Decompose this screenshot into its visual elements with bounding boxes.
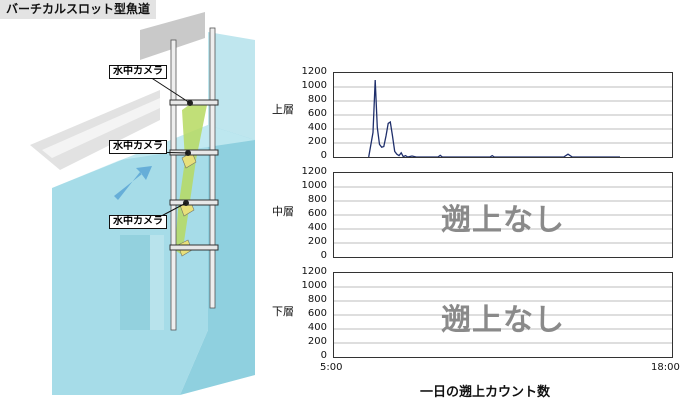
y-tick-label: 800 [307,94,327,105]
back-wall-top [140,12,205,60]
no-data-text-middle: 遡上なし [441,203,565,238]
series-line [368,79,620,157]
level-label-upper: 上層 [272,103,294,116]
y-tick-label: 200 [307,136,327,147]
slot-wall-front [150,235,164,330]
crossbars [169,99,219,251]
x-tick-end: 18:00 [651,362,680,373]
level-label-lower: 下層 [272,305,294,318]
y-tick-label: 600 [307,308,327,319]
x-axis-label: 一日の遡上カウント数 [420,385,551,400]
y-tick-label: 1200 [301,66,327,77]
y-tick-label: 600 [307,108,327,119]
y-tick-label: 800 [307,194,327,205]
level-label-middle: 中層 [272,205,294,218]
y-tick-label: 0 [320,350,327,361]
y-tick-label: 1000 [301,80,327,91]
y-tick-label: 1200 [301,166,327,177]
pole-right [209,27,216,309]
y-tick-label: 1000 [301,180,327,191]
fish-path [175,100,208,255]
y-tick-label: 0 [320,150,327,161]
y-tick-label: 1000 [301,280,327,291]
y-tick-label: 800 [307,294,327,305]
chart-panel-middle: 遡上なし [333,172,673,258]
chart-panel-upper [333,72,673,158]
no-data-text-lower: 遡上なし [441,303,565,338]
y-tick-label: 600 [307,208,327,219]
y-tick-label: 200 [307,336,327,347]
water-top [52,125,255,188]
y-tick-label: 200 [307,236,327,247]
x-tick-start: 5:00 [320,362,343,373]
flow-arrow [114,166,152,200]
camera-label-3: 水中カメラ [109,215,167,229]
page-title: バーチカルスロット型魚道 [0,0,157,19]
fishway-diagram [30,12,255,395]
camera-label-2: 水中カメラ [109,140,167,154]
y-tick-label: 0 [320,250,327,261]
y-tick-label: 400 [307,222,327,233]
water-right [180,125,255,395]
left-wall-top-shade [42,98,160,158]
camera-label-1: 水中カメラ [109,65,167,79]
chart-panel-lower: 遡上なし [333,272,673,358]
y-tick-label: 400 [307,122,327,133]
y-tick-label: 1200 [301,266,327,277]
pole-left [170,39,177,331]
y-tick-label: 400 [307,322,327,333]
